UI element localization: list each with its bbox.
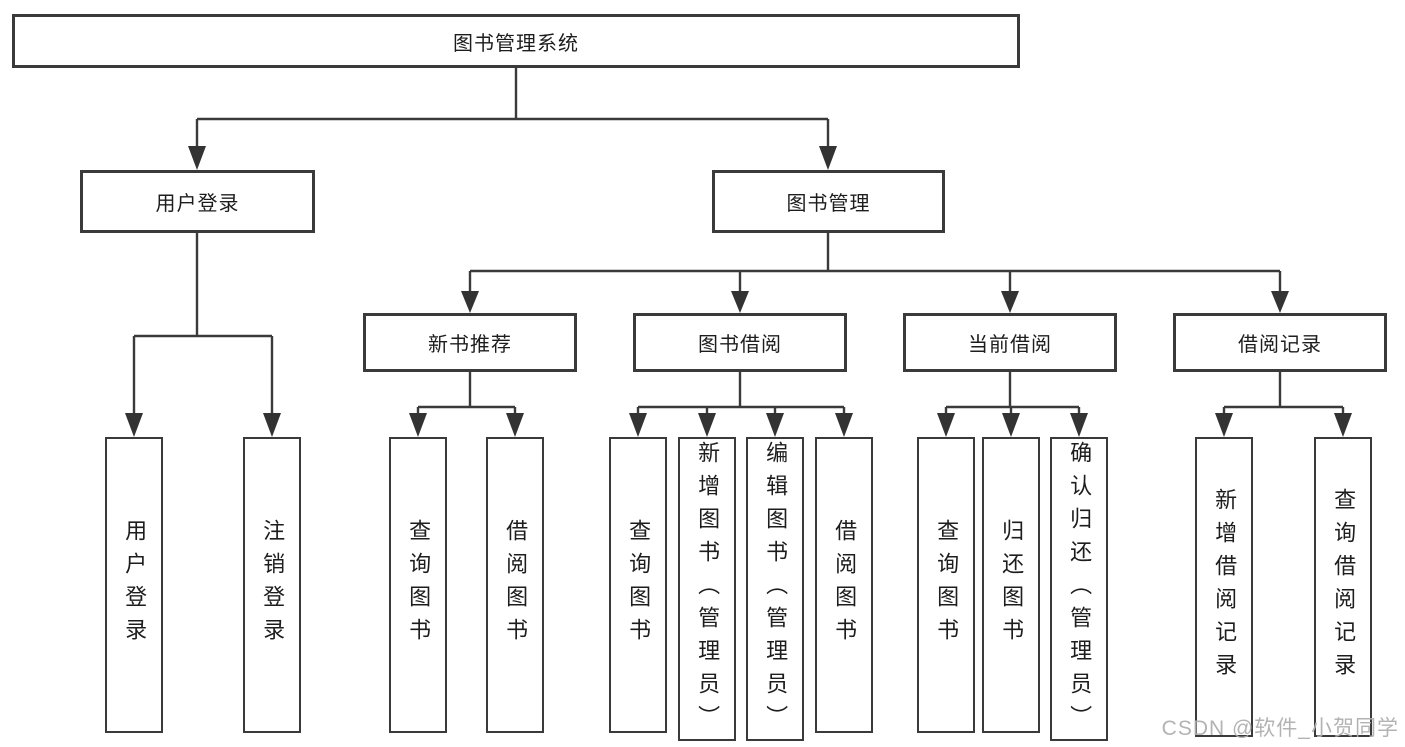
leaf-label: 查询借阅记录 bbox=[1331, 488, 1357, 686]
leaf-label: 新增借阅记录 bbox=[1212, 488, 1238, 686]
node-label: 当前借阅 bbox=[968, 334, 1052, 356]
leaf-edit-book-admin: 编辑图书（管理员） bbox=[746, 437, 804, 741]
leaf-label: 查询图书 bbox=[406, 519, 432, 651]
node-borrowing-records: 借阅记录 bbox=[1173, 313, 1387, 372]
node-new-book-recommendation: 新书推荐 bbox=[363, 313, 577, 372]
node-label: 新书推荐 bbox=[428, 334, 512, 356]
node-label: 图书借阅 bbox=[698, 334, 782, 356]
leaf-borrow-books-recommend: 借阅图书 bbox=[486, 437, 544, 733]
leaf-label: 注销登录 bbox=[260, 519, 286, 651]
leaf-query-books-current: 查询图书 bbox=[917, 437, 975, 733]
node-user-login-module: 用户登录 bbox=[80, 170, 315, 233]
node-book-management-module: 图书管理 bbox=[712, 170, 945, 233]
leaf-add-book-admin: 新增图书（管理员） bbox=[678, 437, 736, 741]
leaf-label: 借阅图书 bbox=[832, 519, 858, 651]
node-root-label: 图书管理系统 bbox=[453, 32, 579, 55]
leaf-return-book: 归还图书 bbox=[982, 437, 1040, 733]
leaf-label: 查询图书 bbox=[934, 519, 960, 651]
leaf-query-borrow-record: 查询借阅记录 bbox=[1314, 437, 1372, 737]
leaf-query-books-borrowing: 查询图书 bbox=[609, 437, 667, 733]
arrowhead-group bbox=[125, 146, 1352, 437]
node-book-borrowing: 图书借阅 bbox=[633, 313, 847, 372]
leaf-logout: 注销登录 bbox=[243, 437, 301, 733]
leaf-user-login: 用户登录 bbox=[105, 437, 163, 733]
csdn-watermark: CSDN @软件_小贺同学 bbox=[1161, 717, 1399, 740]
leaf-query-books-recommend: 查询图书 bbox=[389, 437, 447, 733]
leaf-label: 查询图书 bbox=[626, 519, 652, 651]
leaf-label: 确认归还（管理员） bbox=[1067, 440, 1093, 738]
node-current-borrowing: 当前借阅 bbox=[903, 313, 1117, 372]
leaf-add-borrow-record: 新增借阅记录 bbox=[1195, 437, 1253, 737]
leaf-label: 编辑图书（管理员） bbox=[763, 440, 789, 738]
node-label: 用户登录 bbox=[155, 193, 240, 215]
leaf-label: 归还图书 bbox=[999, 519, 1025, 651]
node-root-system: 图书管理系统 bbox=[12, 14, 1020, 68]
leaf-label: 新增图书（管理员） bbox=[695, 440, 721, 738]
leaf-label: 用户登录 bbox=[122, 519, 148, 651]
leaf-confirm-return-admin: 确认归还（管理员） bbox=[1050, 437, 1108, 741]
node-label: 借阅记录 bbox=[1238, 334, 1322, 356]
node-label: 图书管理 bbox=[786, 193, 871, 215]
leaf-borrow-books: 借阅图书 bbox=[815, 437, 873, 733]
leaf-label: 借阅图书 bbox=[503, 519, 529, 651]
